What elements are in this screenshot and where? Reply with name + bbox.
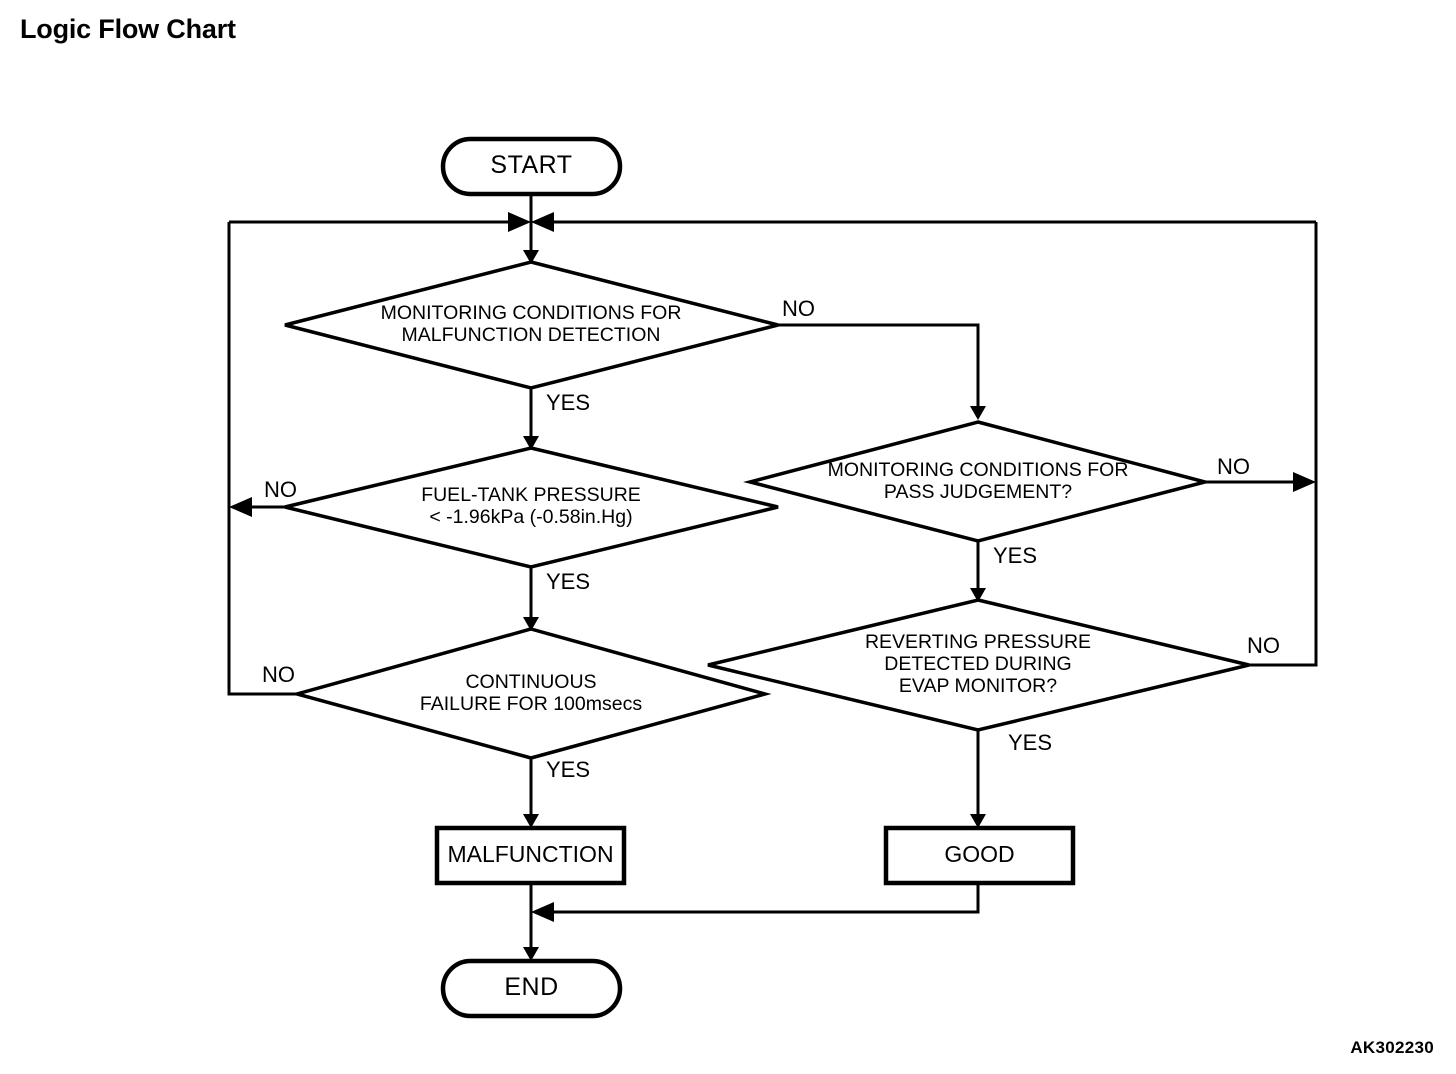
edge-label-d5-yes: YES bbox=[1008, 730, 1053, 755]
node-d1-monitoring-conditions-malfunction[interactable] bbox=[284, 260, 779, 390]
node-end[interactable] bbox=[440, 958, 623, 1019]
arrowhead-d1-no bbox=[970, 406, 986, 420]
edge-label-d3-yes: YES bbox=[546, 757, 591, 782]
node-d3-continuous-failure[interactable] bbox=[290, 627, 772, 760]
arrowhead-d2-no bbox=[229, 497, 252, 517]
edge-label-d4-yes: YES bbox=[993, 543, 1038, 568]
arrowhead-right-return bbox=[531, 212, 554, 232]
start-shape bbox=[440, 136, 623, 197]
arrowhead-d1-yes bbox=[523, 436, 539, 450]
edge-d1-no bbox=[778, 323, 980, 414]
node-d5-reverting-pressure[interactable] bbox=[707, 598, 1250, 732]
node-start[interactable] bbox=[440, 136, 623, 197]
arrowhead-d4-yes bbox=[970, 588, 986, 602]
arrowhead-to-d1 bbox=[523, 250, 539, 264]
edge-label-d3-no: NO bbox=[262, 662, 295, 687]
node-d2-fuel-tank-pressure[interactable] bbox=[284, 446, 779, 569]
edge-label-d4-no: NO bbox=[1217, 454, 1250, 479]
node-good[interactable] bbox=[883, 825, 1076, 886]
reference-code: AK302230 bbox=[1350, 1038, 1434, 1057]
edge-d5-no bbox=[1249, 222, 1318, 667]
arrowhead-d2-yes bbox=[523, 617, 539, 631]
node-d4-monitoring-conditions-pass-judgement[interactable] bbox=[743, 420, 1212, 543]
edge-good-to-end bbox=[554, 883, 980, 914]
arrowhead-left-return bbox=[508, 212, 531, 232]
node-malfunction[interactable] bbox=[434, 825, 627, 886]
arrowhead-d5-yes bbox=[970, 814, 986, 828]
page-title: Logic Flow Chart bbox=[20, 14, 236, 44]
arrowhead-good-join bbox=[531, 902, 554, 922]
arrowhead-d3-yes bbox=[523, 814, 539, 828]
edge-label-d1-yes: YES bbox=[546, 390, 591, 415]
arrowhead-to-end bbox=[523, 947, 539, 961]
edge-label-d5-no: NO bbox=[1247, 633, 1280, 658]
edge-label-d1-no: NO bbox=[782, 296, 815, 321]
arrowhead-d4-no bbox=[1293, 472, 1316, 492]
edge-label-d2-yes: YES bbox=[546, 569, 591, 594]
edge-d3-no bbox=[227, 222, 297, 696]
edge-label-d2-no: NO bbox=[264, 477, 297, 502]
